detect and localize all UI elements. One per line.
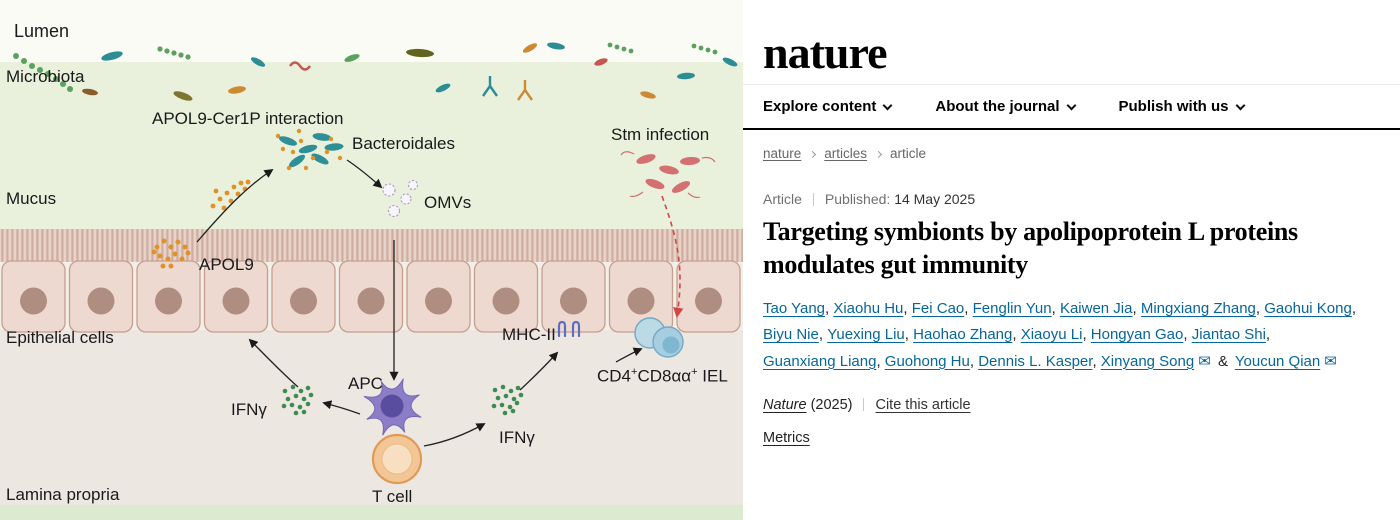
chevron-right-icon — [875, 150, 883, 159]
t-cell-label: T cell — [372, 487, 413, 506]
author-link[interactable]: Fei Cao — [911, 300, 965, 317]
apol9-label: APOL9 — [199, 255, 254, 274]
authors-conjunction: & — [1217, 352, 1228, 370]
nav-publish-with-us[interactable]: Publish with us — [1119, 98, 1245, 115]
divider — [863, 397, 865, 411]
article-meta: Article Published: 14 May 2025 — [763, 191, 1400, 207]
figure-graphic — [0, 0, 743, 520]
stm-infection-label: Stm infection — [611, 125, 710, 144]
lumen-band — [0, 0, 743, 70]
chevron-down-icon — [1066, 100, 1076, 111]
author-link[interactable]: Haohao Zhang — [913, 326, 1013, 344]
ifn-gamma-dots-right — [491, 384, 524, 416]
stm-infection-arrow — [661, 195, 684, 319]
author-link[interactable]: Gaohui Kong — [1264, 300, 1352, 317]
mucus-band — [0, 62, 743, 232]
author-link[interactable]: Yuexing Liu — [827, 326, 905, 344]
divider — [812, 193, 814, 206]
main-nav: Explore content About the journal Publis… — [743, 85, 1400, 130]
microbiota-icons — [13, 42, 738, 101]
figure-gut-immunity: Lumen Microbiota Mucus Epithelial cells … — [0, 0, 743, 520]
author-link[interactable]: Youcun Qian — [1234, 352, 1321, 370]
cite-this-article-link[interactable]: Cite this article — [875, 396, 971, 413]
mhc2-label: MHC-II — [502, 325, 556, 344]
apol9-dots-trail — [210, 179, 251, 211]
bacteroidales-cluster — [275, 128, 344, 171]
journal-year: (2025) — [810, 396, 853, 413]
metrics-link[interactable]: Metrics — [763, 429, 810, 446]
article-type-label: Article — [763, 191, 802, 207]
metrics: Metrics — [763, 430, 1400, 446]
chevron-down-icon — [882, 100, 893, 111]
author-link[interactable]: Mingxiang Zhang — [1140, 300, 1256, 317]
epithelial-cells-label: Epithelial cells — [6, 328, 114, 347]
author-link[interactable]: Xiaohu Hu — [833, 300, 904, 317]
author-link[interactable]: Guohong Hu — [884, 352, 970, 370]
epithelial-cell-row — [1, 260, 741, 333]
email-icon[interactable] — [1324, 353, 1337, 370]
mhc2-receptor-icons — [557, 320, 581, 338]
iel-label: CD4+CD8αα+ IEL — [597, 366, 728, 386]
nav-explore-content[interactable]: Explore content — [763, 98, 893, 115]
apol9-cer1p-label: APOL9-Cer1P interaction — [152, 109, 344, 128]
author-link[interactable]: Dennis L. Kasper — [978, 352, 1093, 370]
mucus-label: Mucus — [6, 189, 57, 208]
author-link[interactable]: Guanxiang Liang — [763, 352, 877, 370]
journal-citation: Nature (2025) Cite this article — [763, 397, 1400, 413]
lamina-band — [0, 330, 743, 520]
author-link[interactable]: Tao Yang — [763, 300, 825, 317]
published-date: 14 May 2025 — [894, 191, 976, 207]
stm-bacteria — [620, 151, 716, 199]
ifn-gamma-right-label: IFNγ — [499, 428, 535, 447]
iel-cells — [634, 317, 684, 358]
microvilli-band — [0, 229, 743, 262]
breadcrumb-link-nature[interactable]: nature — [763, 146, 802, 161]
author-link[interactable]: Kaiwen Jia — [1059, 300, 1133, 317]
chevron-right-icon — [809, 150, 817, 159]
apol9-dots — [151, 238, 191, 269]
breadcrumb-link-articles[interactable]: articles — [824, 146, 868, 161]
microbiota-label: Microbiota — [6, 67, 85, 86]
ifn-gamma-left-label: IFNγ — [231, 400, 267, 419]
apc-cell — [363, 378, 422, 436]
author-link[interactable]: Xiaoyu Li — [1020, 326, 1083, 344]
author-link[interactable]: Jiantao Shi — [1191, 326, 1266, 344]
published-label: Published: — [824, 191, 891, 207]
author-link[interactable]: Fenglin Yun — [972, 300, 1052, 317]
journal-link[interactable]: Nature — [763, 396, 807, 413]
email-icon[interactable] — [1198, 353, 1211, 370]
article-page: nature Explore content About the journal… — [743, 0, 1400, 520]
header: nature — [743, 0, 1400, 85]
lamina-propria-label: Lamina propria — [6, 485, 120, 504]
nav-about-the-journal[interactable]: About the journal — [935, 98, 1076, 115]
figure-arrows — [196, 159, 643, 447]
author-link[interactable]: Biyu Nie — [763, 326, 819, 344]
omv-vesicles — [382, 179, 419, 218]
lumen-label: Lumen — [14, 21, 70, 41]
omvs-label: OMVs — [424, 193, 472, 212]
chevron-down-icon — [1235, 100, 1245, 111]
ifn-gamma-dots-left — [281, 384, 314, 416]
nature-logo[interactable]: nature — [763, 27, 887, 78]
article-title: Targeting symbionts by apolipoprotein L … — [763, 217, 1298, 279]
bottom-strip — [0, 505, 743, 520]
author-link[interactable]: Hongyan Gao — [1090, 326, 1184, 344]
t-cell — [371, 433, 423, 485]
apc-label: APC — [348, 374, 383, 393]
breadcrumb: nature articles article — [763, 146, 1400, 161]
authors-list: Tao Yang Xiaohu Hu Fei Cao Fenglin Yun K… — [763, 296, 1380, 375]
author-link[interactable]: Xinyang Song — [1100, 352, 1195, 370]
bacteroidales-label: Bacteroidales — [352, 134, 456, 153]
breadcrumb-current: article — [890, 146, 927, 161]
